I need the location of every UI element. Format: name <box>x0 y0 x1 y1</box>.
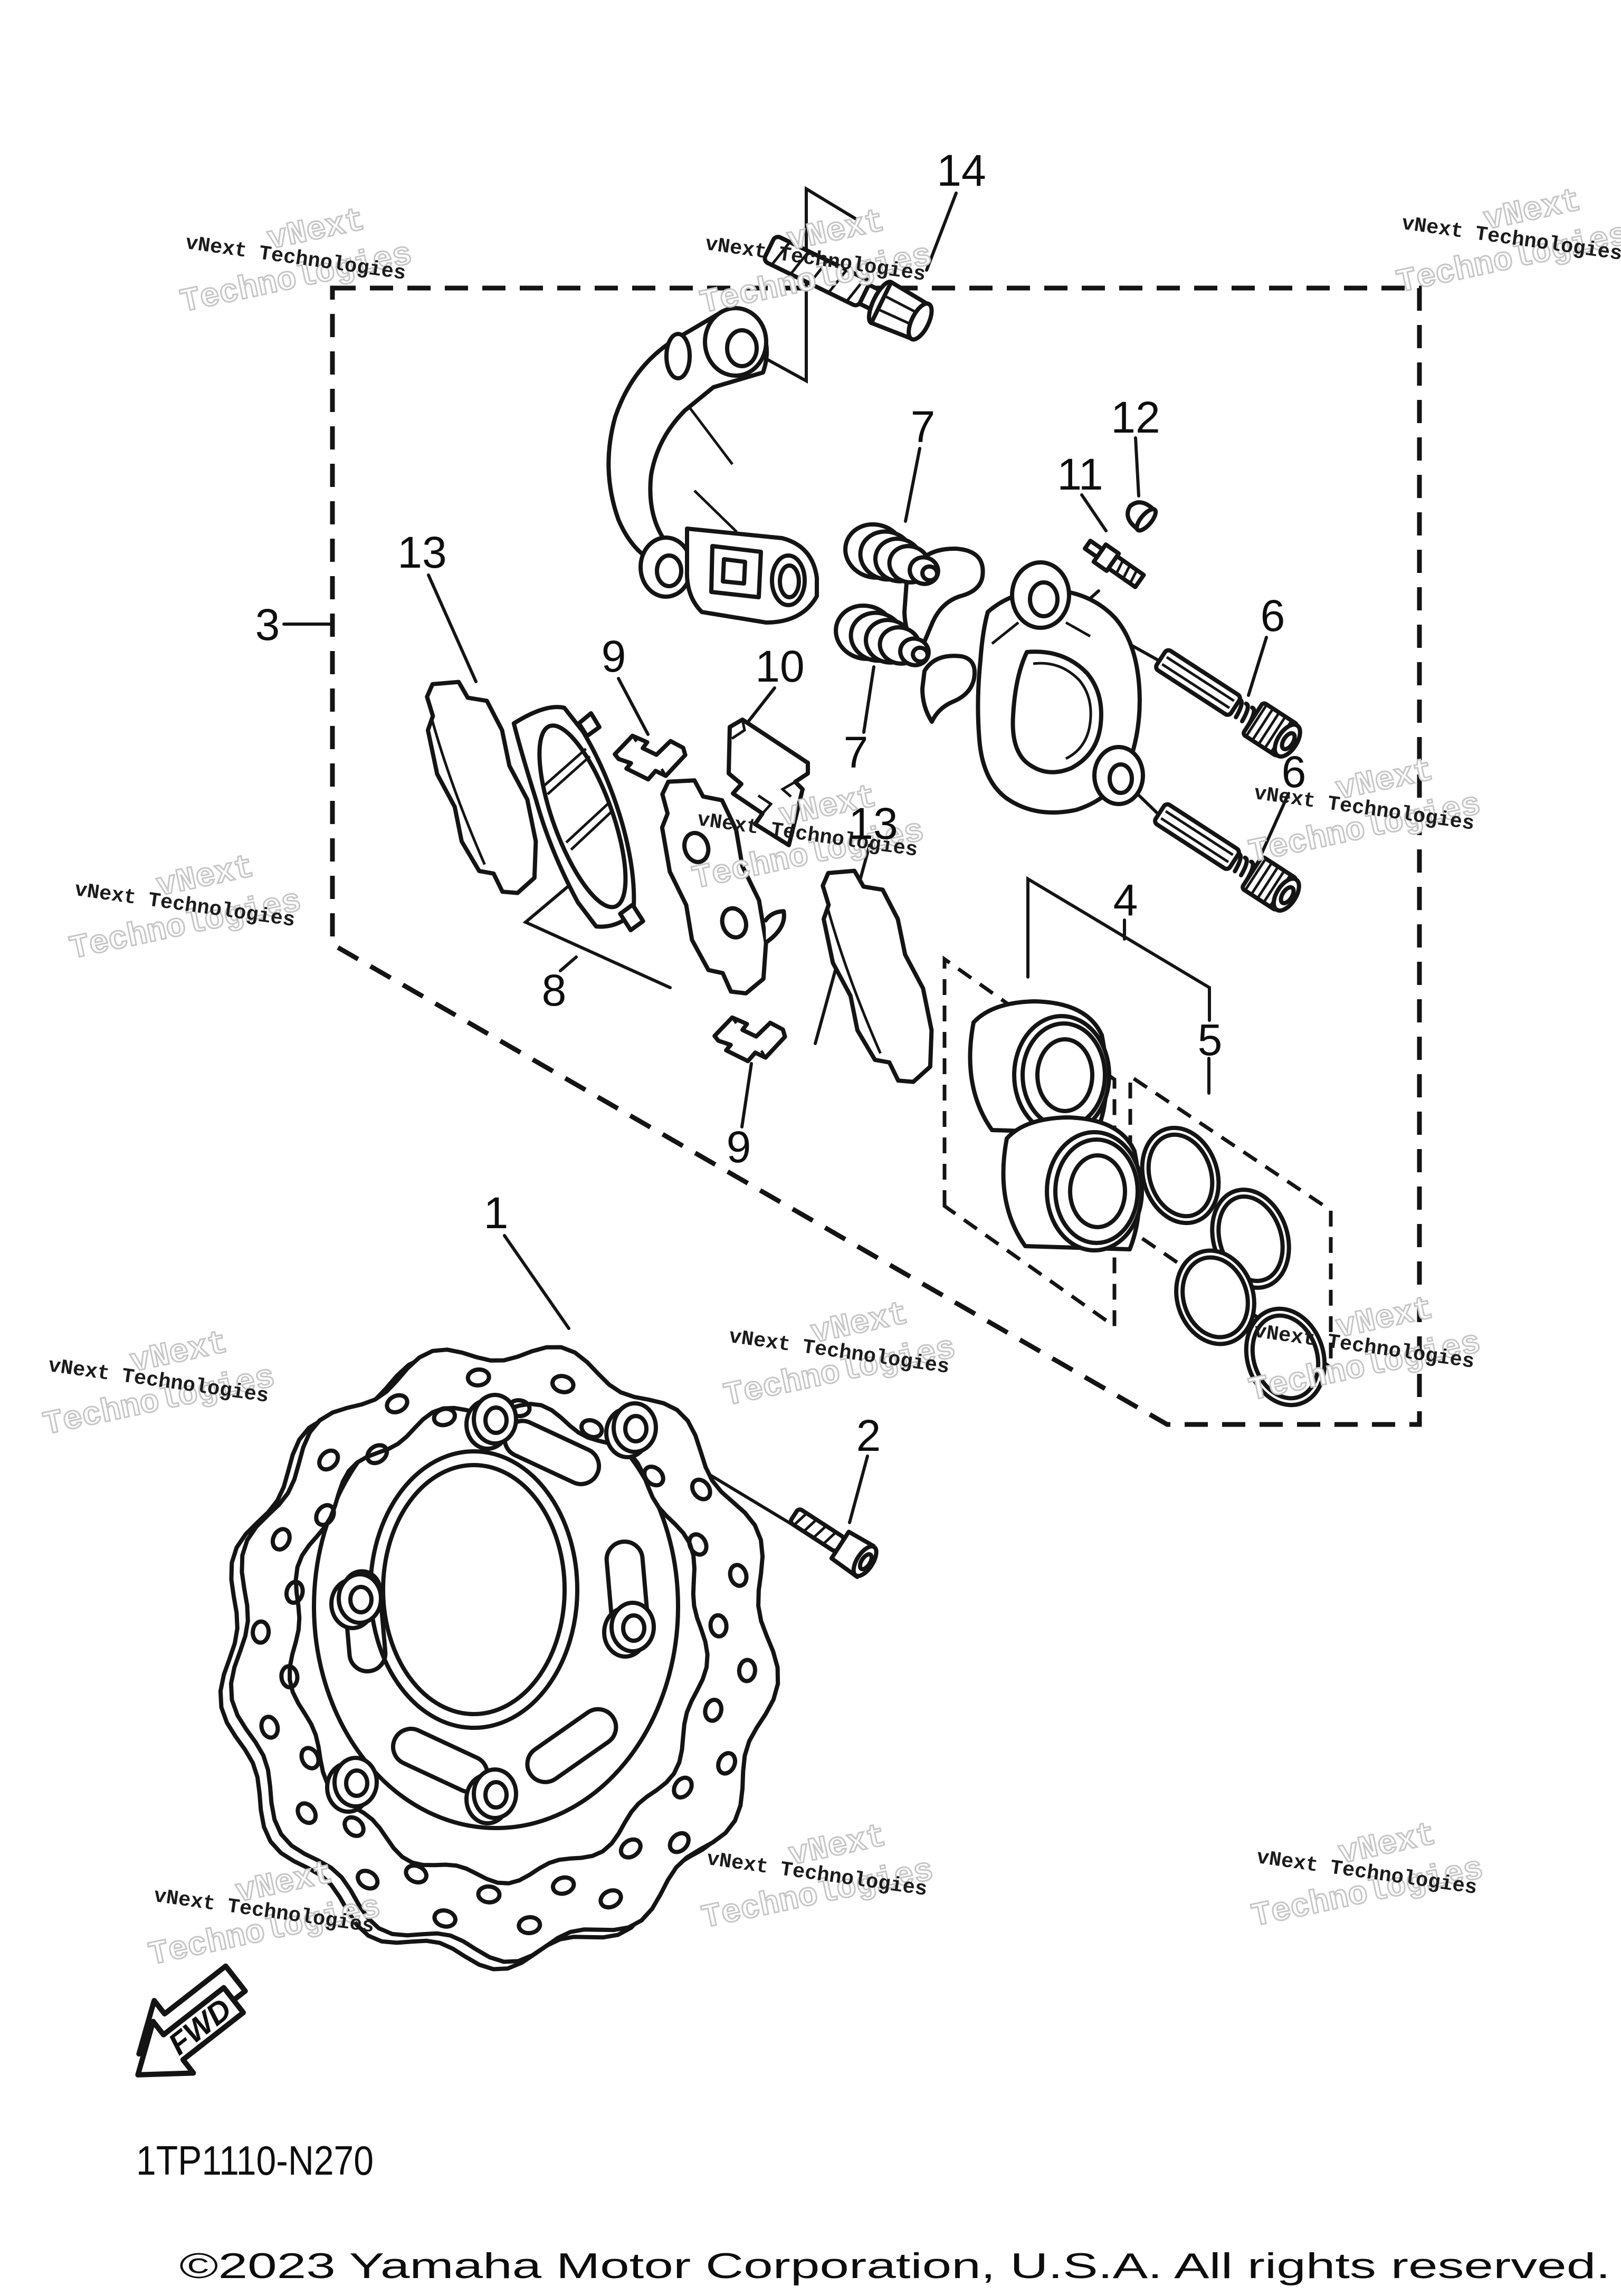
callout-1: 1 <box>484 1188 509 1238</box>
figure-code: 1TP1110-N270 <box>136 2137 374 2184</box>
main-assembly-dashed-box <box>330 285 1422 1427</box>
callout-7: 7 <box>844 728 869 777</box>
callout-11: 11 <box>1057 449 1103 499</box>
part-10-pad-shim <box>727 718 810 847</box>
part-9-pad-spring-lower <box>712 1015 787 1064</box>
part-13-pad-right <box>804 856 952 1094</box>
callout-13: 13 <box>397 528 446 577</box>
part-8-pad-friction <box>511 705 645 933</box>
fwd-arrow: FWD <box>135 1963 248 2078</box>
part-2-disc-bolt <box>788 1507 879 1579</box>
part-13-pad-left <box>408 667 556 905</box>
part-6-slide-bolt-upper <box>1154 648 1302 759</box>
callout-3: 3 <box>255 600 280 649</box>
footer: 1TP1110-N270 ©2023 Yamaha Motor Corporat… <box>136 2137 1610 2286</box>
piston-set-dashed-box <box>942 955 1117 1330</box>
part-14-mount-bolt <box>762 235 934 342</box>
callout-9: 9 <box>727 1122 751 1172</box>
callout-2: 2 <box>856 1411 881 1460</box>
callout-12: 12 <box>1111 393 1160 442</box>
callout-13: 13 <box>848 799 898 848</box>
part-4-piston-lower <box>1001 1115 1144 1252</box>
callout-6: 6 <box>1282 747 1307 797</box>
part-13-pad-backplate-mid <box>643 760 804 1004</box>
callout-10: 10 <box>755 642 804 691</box>
part-5-seal-kit <box>1140 1125 1327 1408</box>
callout-7: 7 <box>911 402 936 452</box>
part-9-pad-spring-upper <box>613 733 688 782</box>
part-4-piston-upper <box>968 999 1111 1136</box>
copyright-line: ©2023 Yamaha Motor Corporation, U.S.A. A… <box>179 2246 1610 2286</box>
part-12-bleed-cap <box>1126 500 1158 533</box>
callout-4: 4 <box>1113 875 1138 925</box>
callout-5: 5 <box>1198 1015 1223 1065</box>
caliper-body <box>902 546 1145 815</box>
part-6-slide-bolt-lower <box>1153 802 1301 913</box>
callout-6: 6 <box>1261 591 1285 640</box>
callout-8: 8 <box>542 965 567 1015</box>
callout-14: 14 <box>937 146 986 195</box>
parts-artwork: FWD <box>135 235 1327 2078</box>
part-3-caliper-bracket <box>606 306 819 625</box>
part-7-boot-upper <box>843 522 940 586</box>
callout-9: 9 <box>602 632 626 681</box>
part-1-brake-disc <box>218 1345 780 1972</box>
part-11-bleed-screw <box>1083 539 1146 589</box>
part-7-boot-lower <box>834 603 931 667</box>
